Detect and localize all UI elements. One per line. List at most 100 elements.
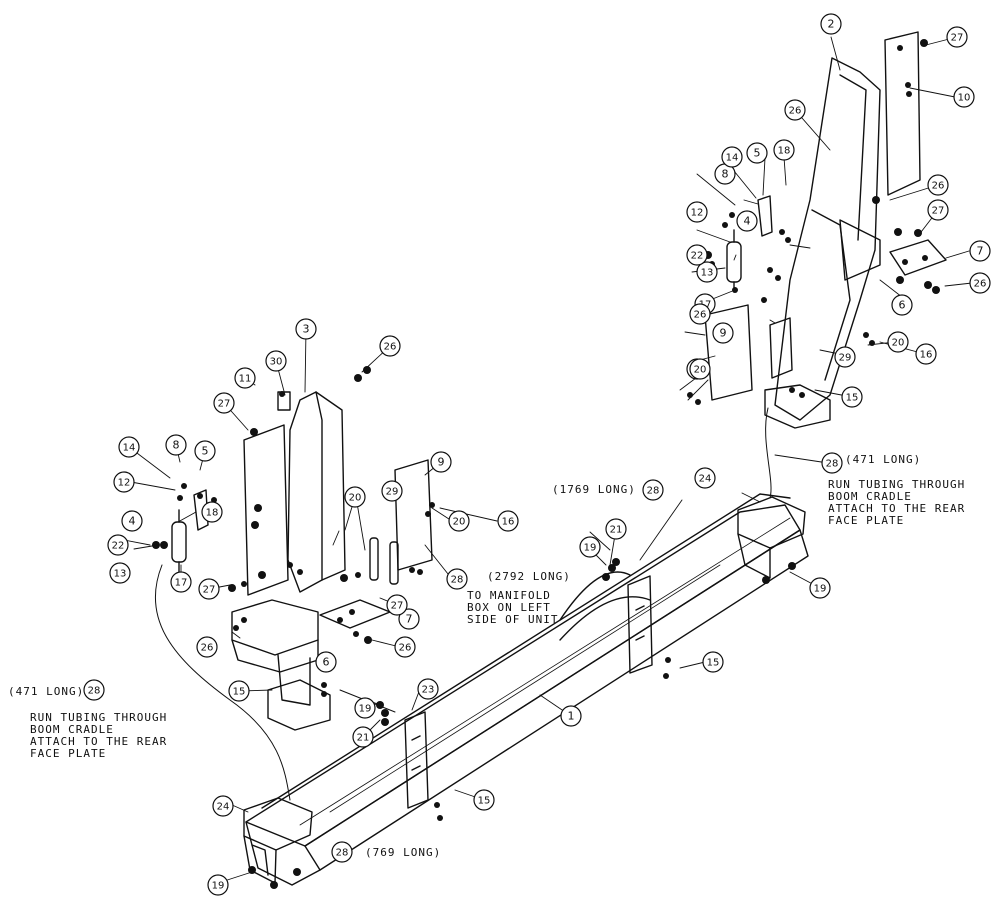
callout-26: 26	[394, 636, 416, 658]
length-label-manifold-tube: (2792 LONG)	[487, 570, 571, 583]
callout-27: 27	[213, 392, 235, 414]
callout-number: 18	[206, 508, 219, 519]
callout-number: 6	[899, 299, 906, 312]
callout-bubble	[121, 510, 143, 532]
callout-bubble	[473, 789, 495, 811]
callout-number: 28	[826, 459, 839, 470]
callout-bubble	[560, 705, 582, 727]
callout-number: 14	[123, 443, 136, 454]
callout-28: 28	[821, 452, 843, 474]
callout-bubble	[212, 795, 234, 817]
callout-20: 20	[887, 331, 909, 353]
callout-bubble	[295, 318, 317, 340]
length-label-right-tube: (471 LONG)	[845, 453, 922, 466]
callout-bubble	[379, 335, 401, 357]
callout-26: 26	[784, 99, 806, 121]
callout-26: 26	[969, 272, 991, 294]
callout-number: 26	[974, 279, 987, 290]
callout-12: 12	[113, 471, 135, 493]
callout-number: 15	[233, 687, 246, 698]
callout-number: 4	[129, 515, 136, 528]
callout-24: 24	[212, 795, 234, 817]
length-label-left-tube: (471 LONG)	[8, 685, 85, 698]
left-plate-7	[319, 599, 391, 629]
callout-bubble	[784, 99, 806, 121]
callout-number: 27	[203, 585, 216, 596]
callout-19: 19	[354, 697, 376, 719]
left-spring-30	[277, 391, 291, 411]
callout-27: 27	[946, 26, 968, 48]
callout-21: 21	[352, 726, 374, 748]
callout-number: 15	[478, 796, 491, 807]
callout-number: 11	[239, 374, 252, 385]
callout-bubble	[969, 272, 991, 294]
callout-number: 12	[118, 478, 131, 489]
callout-17: 17	[170, 571, 192, 593]
callout-14: 14	[118, 436, 140, 458]
length-label-center-tube: (1769 LONG)	[552, 483, 636, 496]
callout-number: 29	[839, 353, 852, 364]
callout-number: 20	[453, 517, 466, 528]
callout-26: 26	[379, 335, 401, 357]
callout-number: 27	[218, 399, 231, 410]
callout-15: 15	[228, 680, 250, 702]
callout-number: 9	[720, 327, 727, 340]
callout-bubble	[170, 571, 192, 593]
end-bracket-right	[737, 496, 806, 579]
callout-number: 18	[778, 146, 791, 157]
callout-20: 20	[448, 510, 470, 532]
callout-15: 15	[841, 386, 863, 408]
callout-number: 21	[610, 525, 623, 536]
callout-28: 28	[83, 679, 105, 701]
callout-15: 15	[702, 651, 724, 673]
callout-bubble	[448, 510, 470, 532]
callout-16: 16	[497, 510, 519, 532]
callout-30: 30	[265, 350, 287, 372]
callout-4: 4	[736, 210, 758, 232]
tubing-lines	[154, 407, 772, 801]
callout-bubble	[927, 199, 949, 221]
callout-number: 24	[699, 474, 712, 485]
right-cradle-post	[764, 57, 881, 429]
callout-number: 19	[359, 704, 372, 715]
callout-bubble	[417, 678, 439, 700]
callout-bubble	[773, 139, 795, 161]
callout-5: 5	[746, 142, 768, 164]
callout-9: 9	[430, 451, 452, 473]
callout-4: 4	[121, 510, 143, 532]
callout-number: 28	[336, 848, 349, 859]
callout-number: 14	[726, 153, 739, 164]
callout-28: 28	[331, 841, 353, 863]
callout-bubble	[198, 578, 220, 600]
callout-number: 15	[707, 658, 720, 669]
callout-number: 1	[568, 710, 575, 723]
callout-number: 9	[438, 456, 445, 469]
leader-lines	[113, 36, 973, 884]
callout-bubble	[446, 568, 468, 590]
callout-bubble	[113, 471, 135, 493]
callout-bubble	[686, 244, 708, 266]
callout-number: 22	[691, 251, 704, 262]
callout-21: 21	[605, 518, 627, 540]
callout-19: 19	[207, 874, 229, 896]
callout-bubble	[821, 452, 843, 474]
callout-bubble	[315, 651, 337, 673]
right-plate-7	[889, 239, 947, 276]
callout-number: 3	[303, 323, 310, 336]
callout-3: 3	[295, 318, 317, 340]
callout-bubble	[497, 510, 519, 532]
callout-number: 6	[323, 656, 330, 669]
callout-bubble	[746, 142, 768, 164]
callout-bubble	[386, 594, 408, 616]
callout-bubble	[213, 392, 235, 414]
callout-bubble	[83, 679, 105, 701]
callout-number: 17	[175, 578, 188, 589]
callout-12: 12	[686, 201, 708, 223]
callout-bubble	[107, 534, 129, 556]
main-beam	[245, 493, 809, 886]
callout-number: 26	[201, 643, 214, 654]
callout-bubble	[234, 367, 256, 389]
callout-number: 19	[814, 584, 827, 595]
callout-7: 7	[969, 240, 991, 262]
callout-26: 26	[927, 174, 949, 196]
